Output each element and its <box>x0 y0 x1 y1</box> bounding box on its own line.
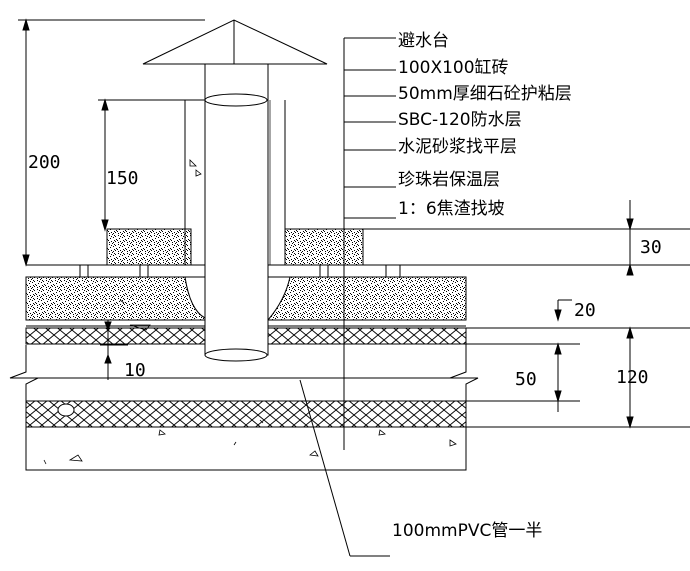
insulation-hatch-lower <box>25 400 467 428</box>
vent-pipe <box>142 19 328 362</box>
dim-120: 120 <box>616 367 649 388</box>
pvc-pipe-top <box>204 93 268 107</box>
splash-platform-left <box>106 228 192 266</box>
label-splash-platform: 避水台 <box>398 31 449 51</box>
leader-lines <box>299 37 396 557</box>
void-ellipse <box>57 403 75 417</box>
label-mortar-bond: 50mm厚细石砼护粘层 <box>398 84 572 104</box>
splash-platform-right <box>284 228 364 266</box>
dim-50: 50 <box>515 369 537 390</box>
label-waterproof: SBC-120防水层 <box>398 110 522 130</box>
label-tile: 100X100缸砖 <box>398 57 509 78</box>
aggregate-marks <box>43 159 457 465</box>
label-insulation: 珍珠岩保温层 <box>398 170 500 190</box>
dim-20: 20 <box>574 300 596 321</box>
break-symbol-right <box>449 330 479 470</box>
label-screed: 水泥砂浆找平层 <box>398 137 517 157</box>
dim-200: 200 <box>28 152 61 173</box>
pvc-pipe-bottom <box>204 348 268 362</box>
cinder-slope-layer <box>25 276 206 321</box>
label-pipe: 100mmPVC管一半 <box>392 521 542 541</box>
cinder-slope-layer-right <box>266 276 467 321</box>
vent-cap-roof <box>142 19 328 65</box>
dim-30: 30 <box>640 237 662 258</box>
break-symbol-left <box>9 345 39 470</box>
dim-150: 150 <box>106 168 139 189</box>
dimension-lines <box>18 18 690 429</box>
structural-slab <box>25 426 467 471</box>
pvc-pipe-body <box>204 99 269 356</box>
label-slope: 1：6焦渣找坡 <box>398 199 505 219</box>
dim-10: 10 <box>124 360 146 381</box>
tile-joints <box>79 264 401 278</box>
